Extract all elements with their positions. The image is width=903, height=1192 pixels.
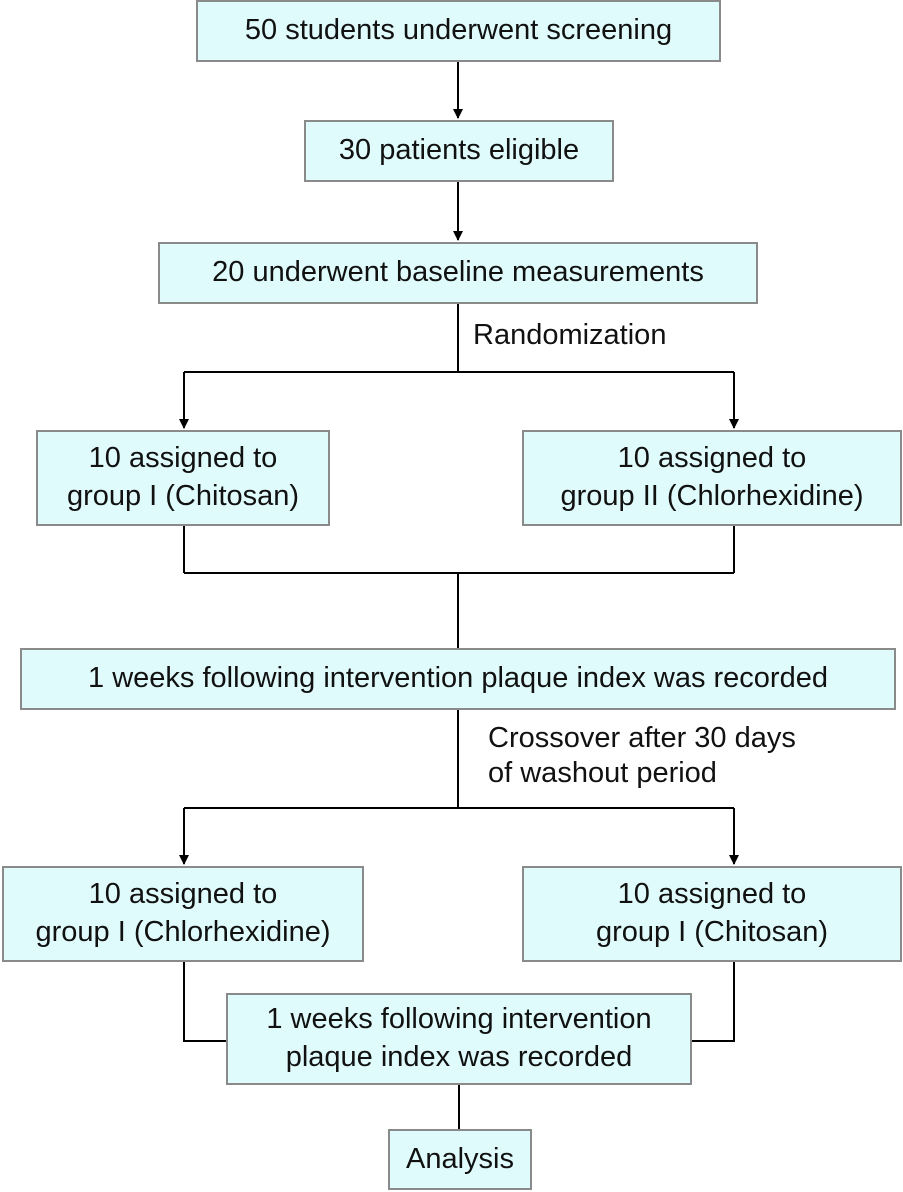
line-0: Randomization <box>473 319 667 351</box>
line-0: 50 students underwent screening <box>244 14 673 47</box>
connector-right-to-followup2 <box>692 962 735 1042</box>
line-1: group I (Chitosan) <box>66 480 300 512</box>
analysis-box: Analysis <box>388 1129 532 1190</box>
line-0: 10 assigned to <box>88 878 278 911</box>
line-0: Crossover after 30 days <box>488 722 796 754</box>
followup2-box: 1 weeks following intervention plaque ind… <box>226 993 692 1085</box>
line-1: group II (Chlorhexidine) <box>560 480 864 512</box>
line-0: 20 underwent baseline measurements <box>212 256 704 289</box>
line-0: 1 weeks following intervention <box>266 1003 652 1036</box>
group2-chlorhexidine-box: 10 assigned to group II (Chlorhexidine) <box>522 430 902 526</box>
line-0: 10 assigned to <box>88 442 278 475</box>
randomization-label: Randomization <box>473 318 666 353</box>
eligible-box: 30 patients eligible <box>304 120 614 182</box>
connector-left-to-followup2 <box>183 962 228 1042</box>
baseline-box: 20 underwent baseline measurements <box>158 242 758 304</box>
group1-chlorhexidine-box: 10 assigned to group I (Chlorhexidine) <box>2 866 364 962</box>
line-0: 10 assigned to <box>617 878 807 911</box>
line-0: 30 patients eligible <box>338 134 580 167</box>
group1-chitosan-box: 10 assigned to group I (Chitosan) <box>36 430 330 526</box>
group1-chitosan-b-box: 10 assigned to group I (Chitosan) <box>522 866 902 962</box>
line-0: 1 weeks following intervention plaque in… <box>88 662 828 695</box>
line-0: Analysis <box>406 1142 514 1175</box>
followup1-box: 1 weeks following intervention plaque in… <box>20 648 896 710</box>
line-1: of washout period <box>488 757 717 790</box>
line-1: plaque index was recorded <box>285 1041 633 1073</box>
line-1: group I (Chitosan) <box>595 916 829 948</box>
line-0: 10 assigned to <box>617 442 807 475</box>
line-1: group I (Chlorhexidine) <box>35 916 331 948</box>
screening-box: 50 students underwent screening <box>196 0 721 62</box>
